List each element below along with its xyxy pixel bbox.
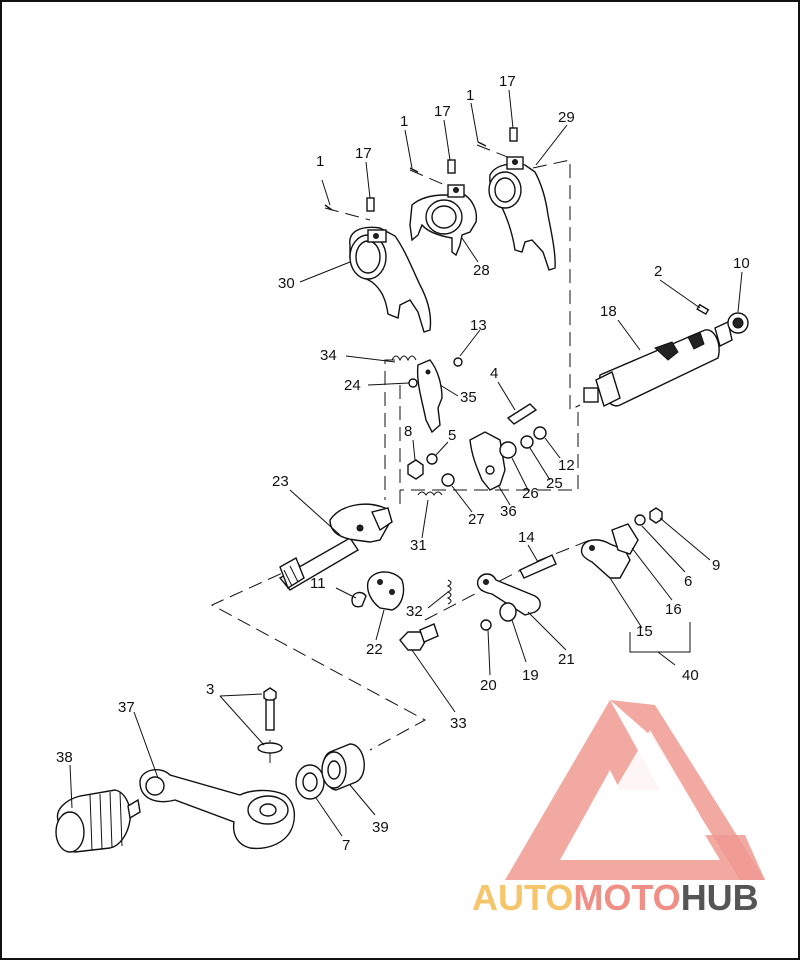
- shift-peg-38: [55, 789, 141, 853]
- pin-17a: [366, 197, 375, 212]
- callout-20: 20: [480, 677, 497, 694]
- callout-4: 4: [490, 365, 498, 382]
- callout-24: 24: [344, 377, 361, 394]
- callout-16: 16: [665, 601, 682, 618]
- callout-1: 1: [466, 87, 474, 104]
- pin-1a: [324, 204, 333, 211]
- callout-28: 28: [473, 262, 490, 279]
- callout-40: 40: [682, 667, 699, 684]
- callout-9: 9: [712, 557, 720, 574]
- roller-19: [499, 602, 517, 622]
- shift-fork-30: [349, 226, 432, 333]
- washer-5: [426, 453, 438, 465]
- washer-26: [499, 441, 517, 459]
- callout-3: 3: [206, 681, 214, 698]
- pin-17b: [447, 159, 456, 174]
- callouts: 1 17 1 17 1 17 29 30 28 2 10 18 13 34 24…: [56, 73, 750, 854]
- callout-37: 37: [118, 699, 135, 716]
- callout-19: 19: [522, 667, 539, 684]
- spring-31: [417, 491, 443, 496]
- watermark-hub: HUB: [681, 877, 759, 918]
- pin-14: [519, 554, 557, 579]
- spring-32: [446, 579, 452, 605]
- callout-31: 31: [410, 537, 427, 554]
- washer-25: [520, 435, 534, 449]
- callout-11: 11: [310, 575, 326, 592]
- nut-8: [407, 459, 424, 480]
- callout-32: 32: [406, 603, 423, 620]
- callout-35: 35: [460, 389, 477, 406]
- arm-21: [476, 573, 541, 616]
- pin-1b: [409, 167, 419, 173]
- nut-9: [649, 507, 663, 524]
- lever-35: [416, 359, 443, 434]
- callout-25: 25: [546, 475, 563, 492]
- shift-fork-28: [409, 184, 478, 257]
- spacer-7: [295, 764, 325, 800]
- callout-38: 38: [56, 749, 73, 766]
- callout-22: 22: [366, 641, 383, 658]
- callout-1: 1: [400, 113, 408, 130]
- callout-14: 14: [518, 529, 535, 546]
- plate-36: [469, 431, 506, 491]
- callout-17: 17: [499, 73, 516, 90]
- callout-5: 5: [448, 427, 456, 444]
- callout-13: 13: [470, 317, 487, 334]
- pin-17c: [509, 127, 518, 142]
- watermark-triangle-inner: [600, 730, 700, 815]
- spring-34: [391, 355, 417, 362]
- shift-shaft-23: [278, 503, 393, 591]
- callout-7: 7: [342, 837, 350, 854]
- washer-6: [634, 514, 646, 526]
- watermark-logo: [505, 700, 765, 880]
- callout-39: 39: [372, 819, 389, 836]
- leader-lines: [69, 89, 743, 837]
- shift-lever-37: [139, 768, 296, 850]
- callout-12: 12: [558, 457, 575, 474]
- callout-34: 34: [320, 347, 337, 364]
- callout-26: 26: [522, 485, 539, 502]
- plate-16: [611, 523, 639, 555]
- washer-24: [408, 378, 418, 388]
- watermark-text: AUTOMOTOHUB: [472, 877, 759, 918]
- callout-8: 8: [404, 423, 412, 440]
- callout-2: 2: [654, 263, 662, 280]
- callout-17: 17: [434, 103, 451, 120]
- callout-27: 27: [468, 511, 485, 528]
- callout-30: 30: [278, 275, 295, 292]
- callout-21: 21: [558, 651, 575, 668]
- nut-12: [533, 426, 547, 440]
- callout-10: 10: [733, 255, 750, 272]
- shift-drum-18: [583, 303, 749, 407]
- clip-11: [351, 591, 367, 608]
- watermark-auto: AUTO: [472, 877, 573, 918]
- callout-6: 6: [684, 573, 692, 590]
- washer-13: [453, 357, 463, 367]
- callout-15: 15: [636, 623, 653, 640]
- callout-36: 36: [500, 503, 517, 520]
- callout-23: 23: [272, 473, 289, 490]
- pin-4: [506, 403, 538, 425]
- watermark-moto: MOTO: [573, 877, 680, 918]
- bolt-3: [257, 687, 283, 754]
- shift-fork-29: [488, 156, 556, 271]
- nut-20: [480, 619, 492, 631]
- washer-27: [441, 473, 455, 487]
- callout-29: 29: [558, 109, 575, 126]
- callout-17: 17: [355, 145, 372, 162]
- callout-33: 33: [450, 715, 467, 732]
- pin-1c: [477, 141, 487, 147]
- bushing-39: [321, 743, 365, 791]
- bolt-33: [399, 623, 439, 651]
- watermark-triangle-right: [610, 700, 765, 880]
- pawl-22: [366, 571, 405, 611]
- callout-18: 18: [600, 303, 617, 320]
- callout-1: 1: [316, 153, 324, 170]
